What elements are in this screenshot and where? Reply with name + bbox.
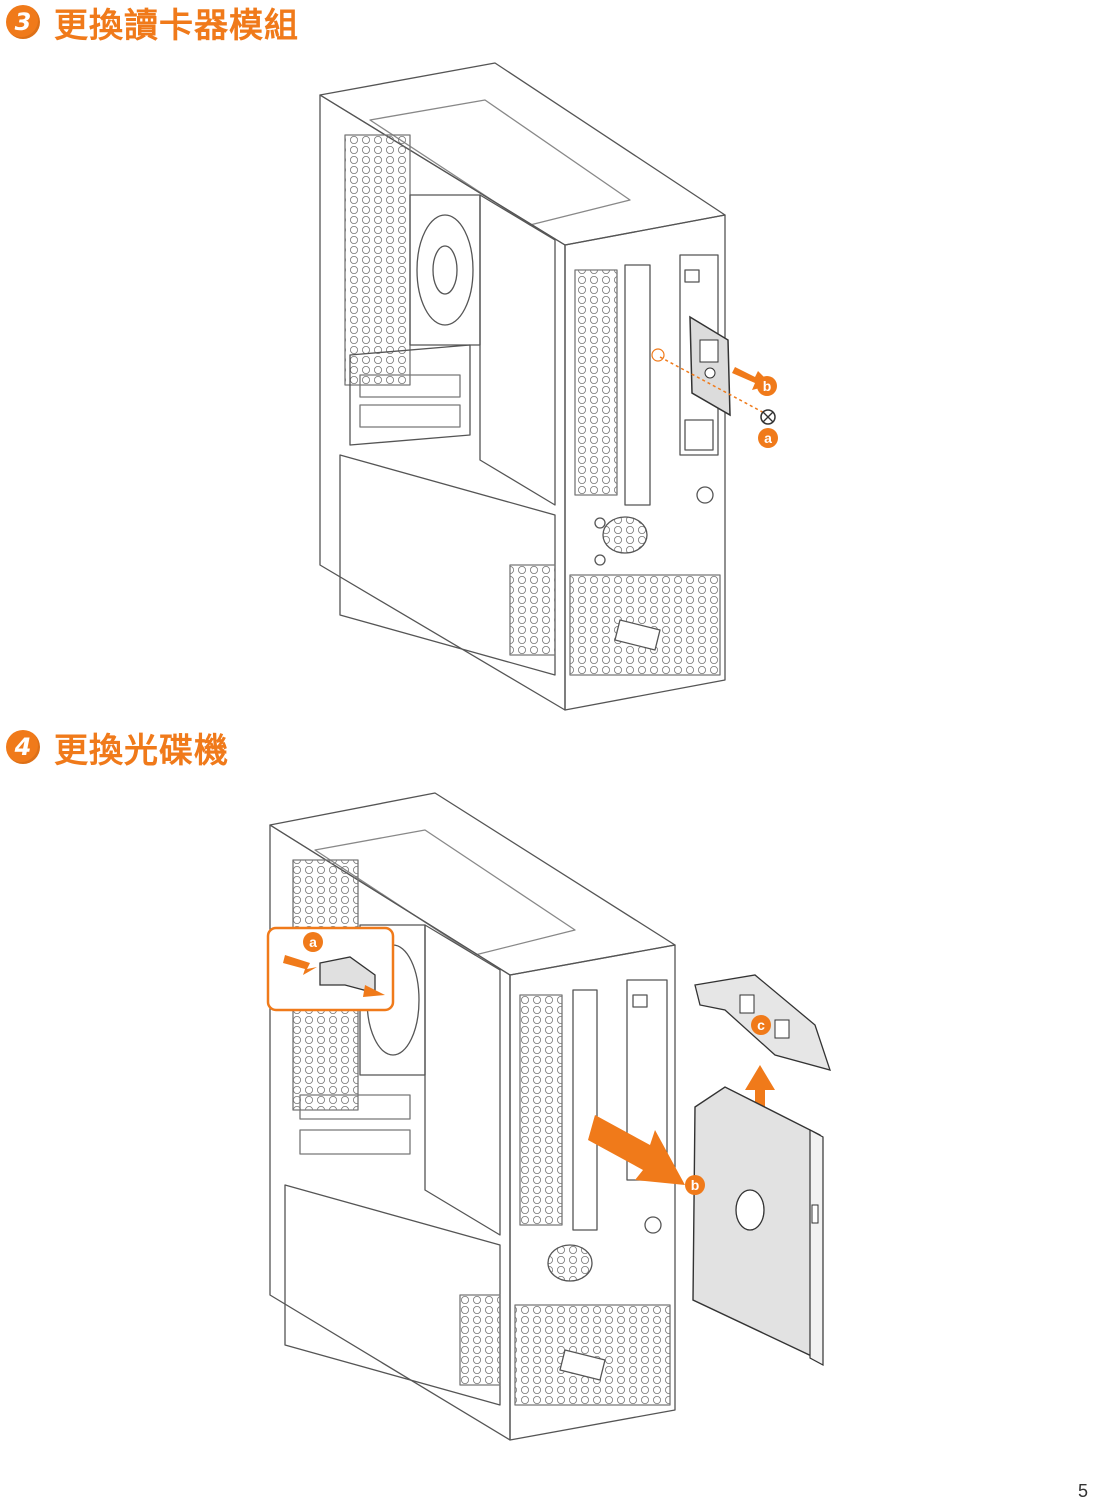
page-number: 5 — [1078, 1481, 1088, 1502]
section-4-heading: 4 更換光碟機 — [6, 727, 229, 767]
callout-b-drive: b — [685, 1175, 705, 1195]
callout-a: a — [758, 428, 778, 448]
step-4-badge: 4 — [6, 730, 40, 764]
svg-text:a: a — [764, 430, 772, 446]
latch-detail-inset: a — [268, 928, 393, 1010]
section-3-title: 更換讀卡器模組 — [54, 0, 299, 47]
section-3-heading: 3 更換讀卡器模組 — [6, 2, 299, 42]
svg-text:a: a — [309, 934, 317, 950]
callout-c: c — [751, 1015, 771, 1035]
slide-out-arrow-icon — [588, 1115, 685, 1185]
screw-icon — [761, 410, 775, 424]
card-reader-illustration: b a — [300, 55, 820, 720]
step-3-badge: 3 — [6, 5, 40, 39]
svg-text:b: b — [691, 1177, 700, 1193]
optical-drive — [693, 1087, 823, 1365]
optical-drive-illustration: a c b — [255, 785, 855, 1450]
section-4-title: 更換光碟機 — [54, 723, 229, 772]
svg-text:b: b — [763, 378, 772, 394]
svg-text:c: c — [757, 1017, 765, 1033]
callout-b: b — [757, 376, 777, 396]
